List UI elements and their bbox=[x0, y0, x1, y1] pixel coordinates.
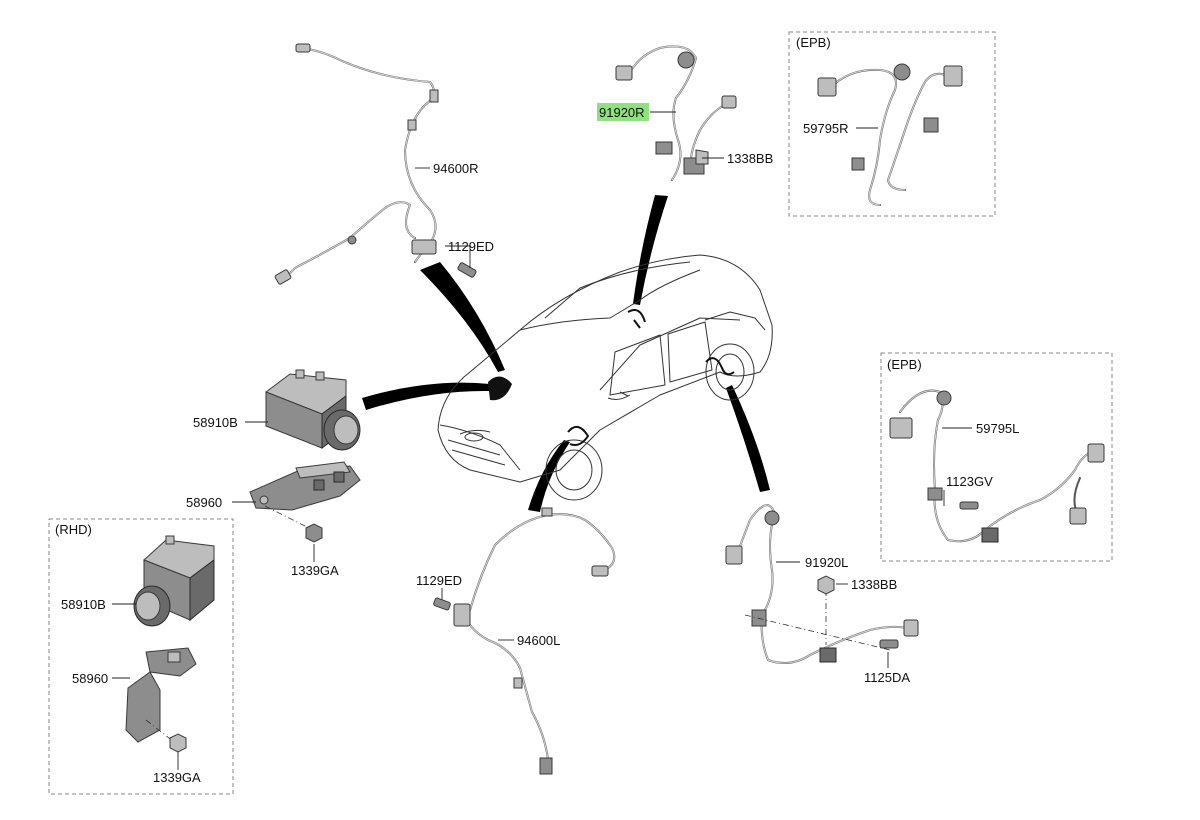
label-1129ED-bottom[interactable]: 1129ED bbox=[416, 573, 462, 588]
epb-top-box bbox=[788, 31, 996, 217]
label-1339GA-rhd[interactable]: 1339GA bbox=[153, 770, 201, 785]
wire-59795L bbox=[889, 389, 1105, 543]
wire-94600L bbox=[433, 507, 616, 775]
leader-lines bbox=[112, 111, 972, 770]
label-94600L[interactable]: 94600L bbox=[517, 633, 560, 648]
bracket-58960 bbox=[249, 461, 361, 543]
label-58910B[interactable]: 58910B bbox=[193, 415, 238, 430]
wire-94600R bbox=[274, 43, 477, 285]
label-58960[interactable]: 58960 bbox=[186, 495, 222, 510]
label-1129ED-top[interactable]: 1129ED bbox=[448, 239, 494, 254]
label-1339GA[interactable]: 1339GA bbox=[291, 563, 339, 578]
car-hcu-marker bbox=[488, 376, 512, 401]
wire-91920L bbox=[725, 504, 919, 665]
beam-94600L bbox=[528, 440, 570, 512]
hcu-58910B bbox=[264, 369, 361, 451]
beam-91920R bbox=[633, 195, 668, 305]
wire-91920R bbox=[615, 45, 737, 181]
bracket-58960-rhd bbox=[125, 647, 197, 753]
label-59795R[interactable]: 59795R bbox=[803, 121, 849, 136]
rhd-box bbox=[48, 518, 234, 795]
label-58910B-rhd[interactable]: 58910B bbox=[61, 597, 106, 612]
hcu-58910B-rhd bbox=[133, 535, 215, 627]
group-epb-top: (EPB) bbox=[796, 35, 831, 50]
label-91920R[interactable]: 91920R bbox=[599, 105, 645, 120]
label-1125DA[interactable]: 1125DA bbox=[864, 670, 910, 685]
beam-94600R bbox=[420, 262, 505, 372]
label-58960-rhd[interactable]: 58960 bbox=[72, 671, 108, 686]
highlight-91920R bbox=[597, 103, 649, 121]
label-94600R[interactable]: 94600R bbox=[433, 161, 479, 176]
group-epb-right: (EPB) bbox=[887, 357, 922, 372]
label-91920L[interactable]: 91920L bbox=[805, 555, 848, 570]
label-1123GV[interactable]: 1123GV bbox=[946, 474, 993, 489]
epb-right-box bbox=[880, 352, 1113, 562]
car-illustration bbox=[437, 254, 773, 501]
wire-59795R bbox=[817, 63, 963, 206]
group-rhd: (RHD) bbox=[55, 522, 92, 537]
label-1338BB-top[interactable]: 1338BB bbox=[727, 151, 773, 166]
label-1338BB-bottom[interactable]: 1338BB bbox=[851, 577, 897, 592]
beam-91920L bbox=[726, 385, 770, 492]
beam-58910B bbox=[362, 382, 490, 410]
label-59795L[interactable]: 59795L bbox=[976, 421, 1019, 436]
